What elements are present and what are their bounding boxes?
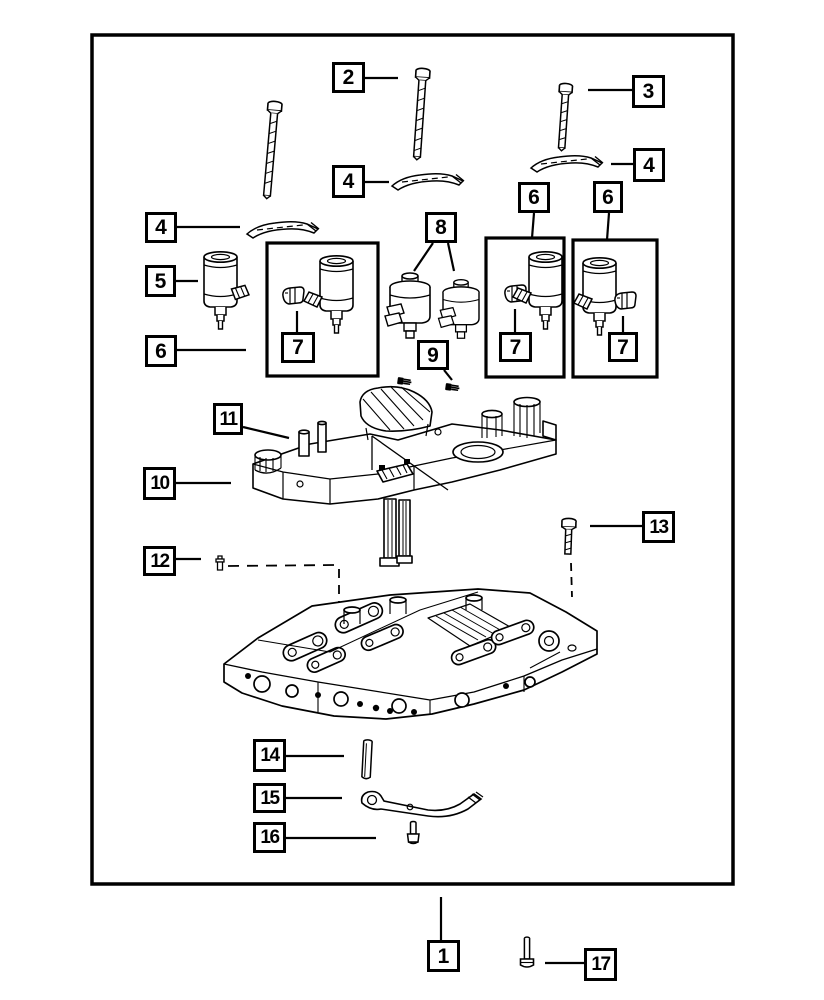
group-box-middle	[484, 236, 566, 379]
callout-4-right[interactable]: 4	[633, 148, 665, 182]
leader-6-middle	[530, 212, 536, 239]
callout-9[interactable]: 9	[417, 340, 449, 370]
screw-17-drawing	[519, 936, 535, 968]
callout-5[interactable]: 5	[145, 265, 176, 297]
leader-6-right	[605, 212, 611, 241]
leader-9	[443, 369, 453, 381]
callout-2[interactable]: 2	[332, 62, 365, 93]
callout-11[interactable]: 11	[213, 403, 243, 435]
clip-7-left-drawing	[282, 286, 305, 305]
leader-lines	[176, 76, 642, 965]
callout-6-middle[interactable]: 6	[518, 182, 550, 213]
lever-15-drawing	[360, 790, 484, 818]
outer-border	[90, 33, 735, 886]
callout-15[interactable]: 15	[253, 783, 286, 813]
callout-7-right[interactable]: 7	[608, 332, 638, 362]
callout-1[interactable]: 1	[427, 940, 460, 972]
long-bolt-left-drawing	[262, 100, 283, 200]
callout-13[interactable]: 13	[642, 511, 675, 543]
pressure-solenoid-right-drawing	[437, 278, 480, 339]
bracket-4-right-drawing	[530, 154, 604, 173]
leader-11	[242, 425, 290, 440]
clip-7-right-drawing	[614, 291, 637, 310]
callout-8[interactable]: 8	[425, 212, 457, 243]
callout-16[interactable]: 16	[253, 822, 286, 853]
callout-4-left[interactable]: 4	[145, 212, 177, 243]
lower-valve-body-drawing	[223, 588, 598, 720]
callout-10[interactable]: 10	[143, 467, 176, 500]
bolt-16-drawing	[406, 820, 420, 845]
callout-6-left[interactable]: 6	[145, 335, 177, 367]
pressure-solenoid-left-drawing	[384, 272, 431, 339]
bolt-2-drawing	[412, 67, 431, 161]
callout-6-right[interactable]: 6	[593, 181, 623, 213]
callout-3[interactable]: 3	[632, 75, 665, 108]
bracket-4-middle-drawing	[391, 172, 465, 191]
upper-valve-body-drawing	[252, 385, 557, 567]
group-left-solenoid-drawing	[319, 255, 354, 334]
pin-12-drawing	[215, 555, 225, 571]
group-middle-solenoid-drawing	[528, 251, 563, 330]
bolt-3-drawing	[557, 82, 574, 152]
leader-8a	[413, 242, 434, 272]
callout-7-left[interactable]: 7	[281, 332, 315, 363]
callout-4-middle[interactable]: 4	[332, 165, 365, 198]
bolt-13-drawing	[560, 517, 577, 555]
pin-14-drawing	[361, 739, 373, 780]
tiny-screw-right-drawing	[444, 382, 461, 393]
tiny-screw-left-drawing	[396, 376, 413, 387]
callout-14[interactable]: 14	[253, 739, 286, 772]
callout-7-middle[interactable]: 7	[499, 332, 532, 362]
dashed-line-12-horizontal	[227, 564, 337, 567]
callout-17[interactable]: 17	[584, 948, 617, 981]
group-box-left	[265, 241, 380, 378]
callout-12[interactable]: 12	[143, 546, 176, 576]
group-right-solenoid-drawing	[582, 256, 617, 336]
leader-8b	[446, 242, 456, 272]
group-box-right	[571, 238, 659, 379]
dashed-line-13	[570, 562, 573, 598]
bracket-4-left-drawing	[246, 220, 320, 239]
